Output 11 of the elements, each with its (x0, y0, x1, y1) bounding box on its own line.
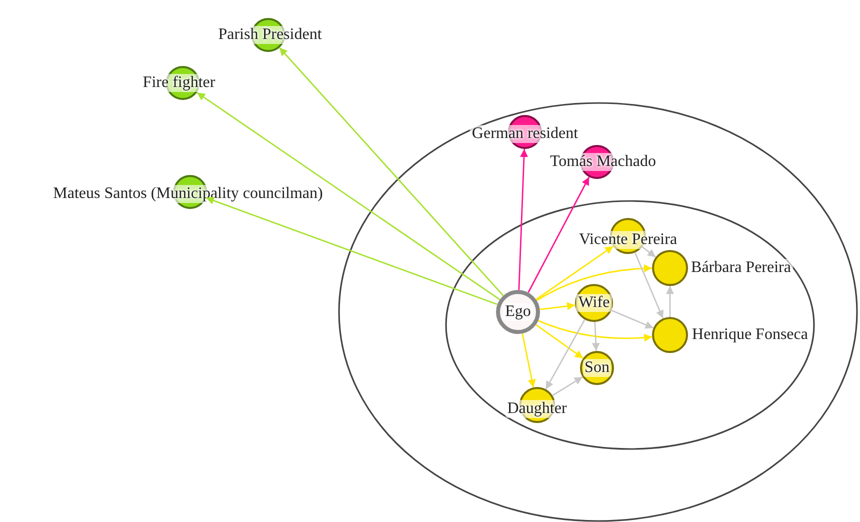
node-label: Wife (576, 294, 612, 312)
node-label: Parish President (216, 26, 324, 44)
node-label: German resident (470, 125, 580, 143)
node-label: Fire fighter (140, 74, 218, 92)
node-label: Tomás Machado (548, 153, 658, 171)
node-label: Vicente Pereira (576, 231, 680, 249)
node-label: Ego (503, 303, 533, 321)
node-label: Henrique Fonseca (690, 326, 810, 344)
node-label: Daughter (505, 400, 569, 418)
node-label: Son (582, 359, 612, 377)
node-label: Mateus Santos (Municipality councilman) (51, 185, 325, 203)
